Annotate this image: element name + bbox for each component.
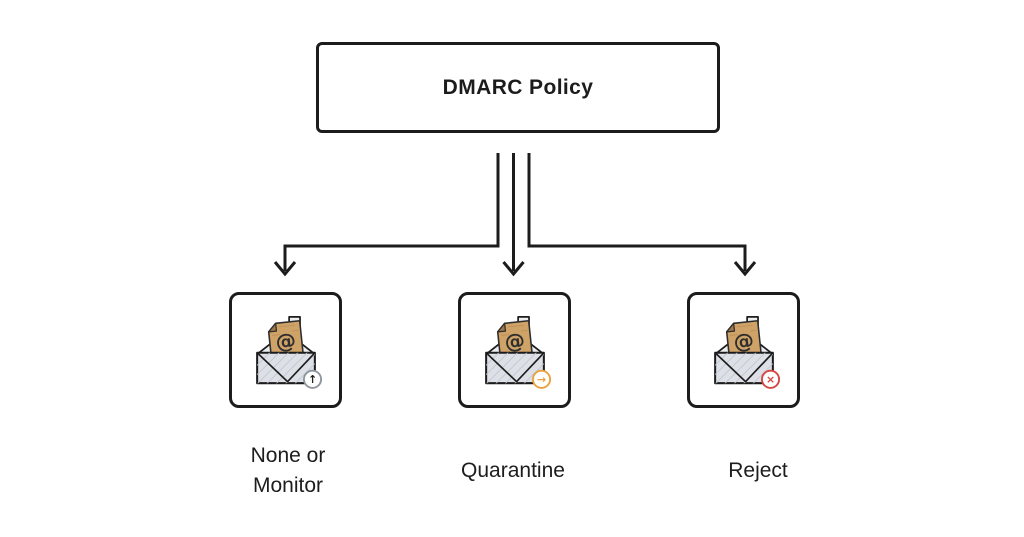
- arrow-right-circle-icon: →: [531, 369, 551, 389]
- policy-card-quarantine: →: [458, 292, 571, 408]
- policy-card-none-or-monitor: ↑: [229, 292, 342, 408]
- dmarc-policy-title: DMARC Policy: [442, 75, 594, 99]
- dmarc-policy-node: DMARC Policy: [316, 42, 720, 133]
- cross-circle-icon: ×: [760, 369, 780, 389]
- branch-line-left: [283, 153, 500, 271]
- svg-text:↑: ↑: [307, 373, 316, 386]
- email-envelope-reject-icon: ×: [705, 313, 783, 391]
- svg-text:→: →: [536, 373, 545, 386]
- email-envelope-monitor-icon: ↑: [247, 313, 325, 391]
- arrowhead-middle-icon: [502, 261, 525, 277]
- branch-label-quarantine: Quarantine: [461, 459, 565, 482]
- arrowhead-left-icon: [273, 261, 297, 277]
- arrowhead-right-icon: [733, 261, 757, 277]
- policy-card-reject: ×: [687, 292, 800, 408]
- svg-text:×: ×: [765, 373, 774, 386]
- branch-label-none-or-monitor: None or Monitor: [250, 444, 326, 497]
- branch-line-right: [527, 153, 747, 271]
- branch-label-reject: Reject: [728, 459, 788, 482]
- email-envelope-quarantine-icon: →: [476, 313, 554, 391]
- arrow-up-circle-icon: ↑: [302, 369, 322, 389]
